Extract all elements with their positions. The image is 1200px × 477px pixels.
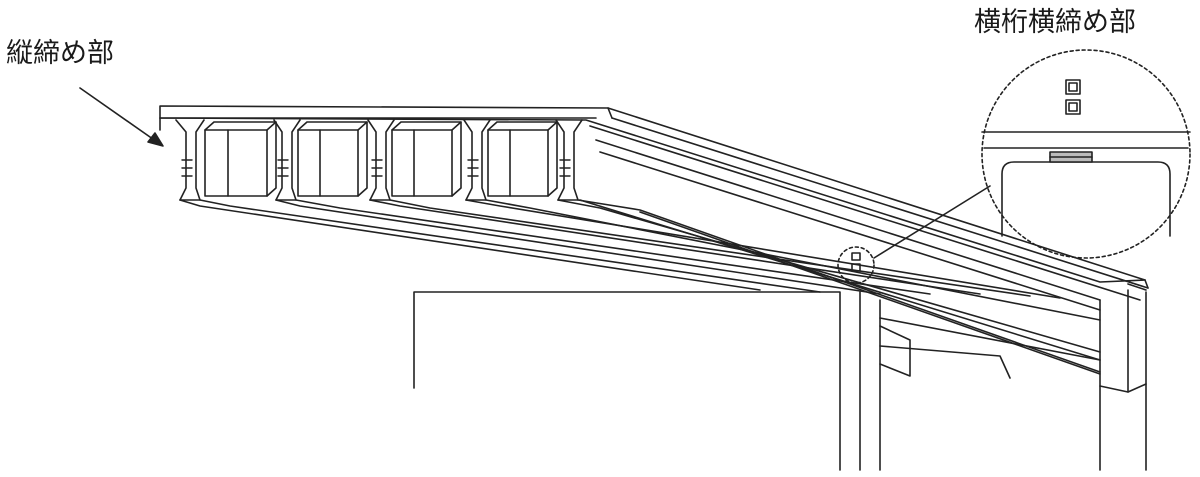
label-cross-beam-joint: 横桁横締め部	[974, 7, 1136, 38]
box-4	[487, 121, 558, 197]
box-3	[391, 121, 462, 197]
far-girders	[879, 317, 1101, 379]
deck-slab	[159, 105, 1149, 311]
longitudinal-joint-arrow	[79, 87, 164, 147]
girder-cross-section	[159, 117, 597, 201]
detail-circle	[981, 49, 1191, 259]
box-1	[204, 121, 277, 197]
abutment	[413, 283, 1147, 471]
box-2	[297, 121, 368, 197]
joint-marker-circle	[837, 185, 991, 284]
label-longitudinal-joint: 縦締め部	[6, 38, 114, 69]
